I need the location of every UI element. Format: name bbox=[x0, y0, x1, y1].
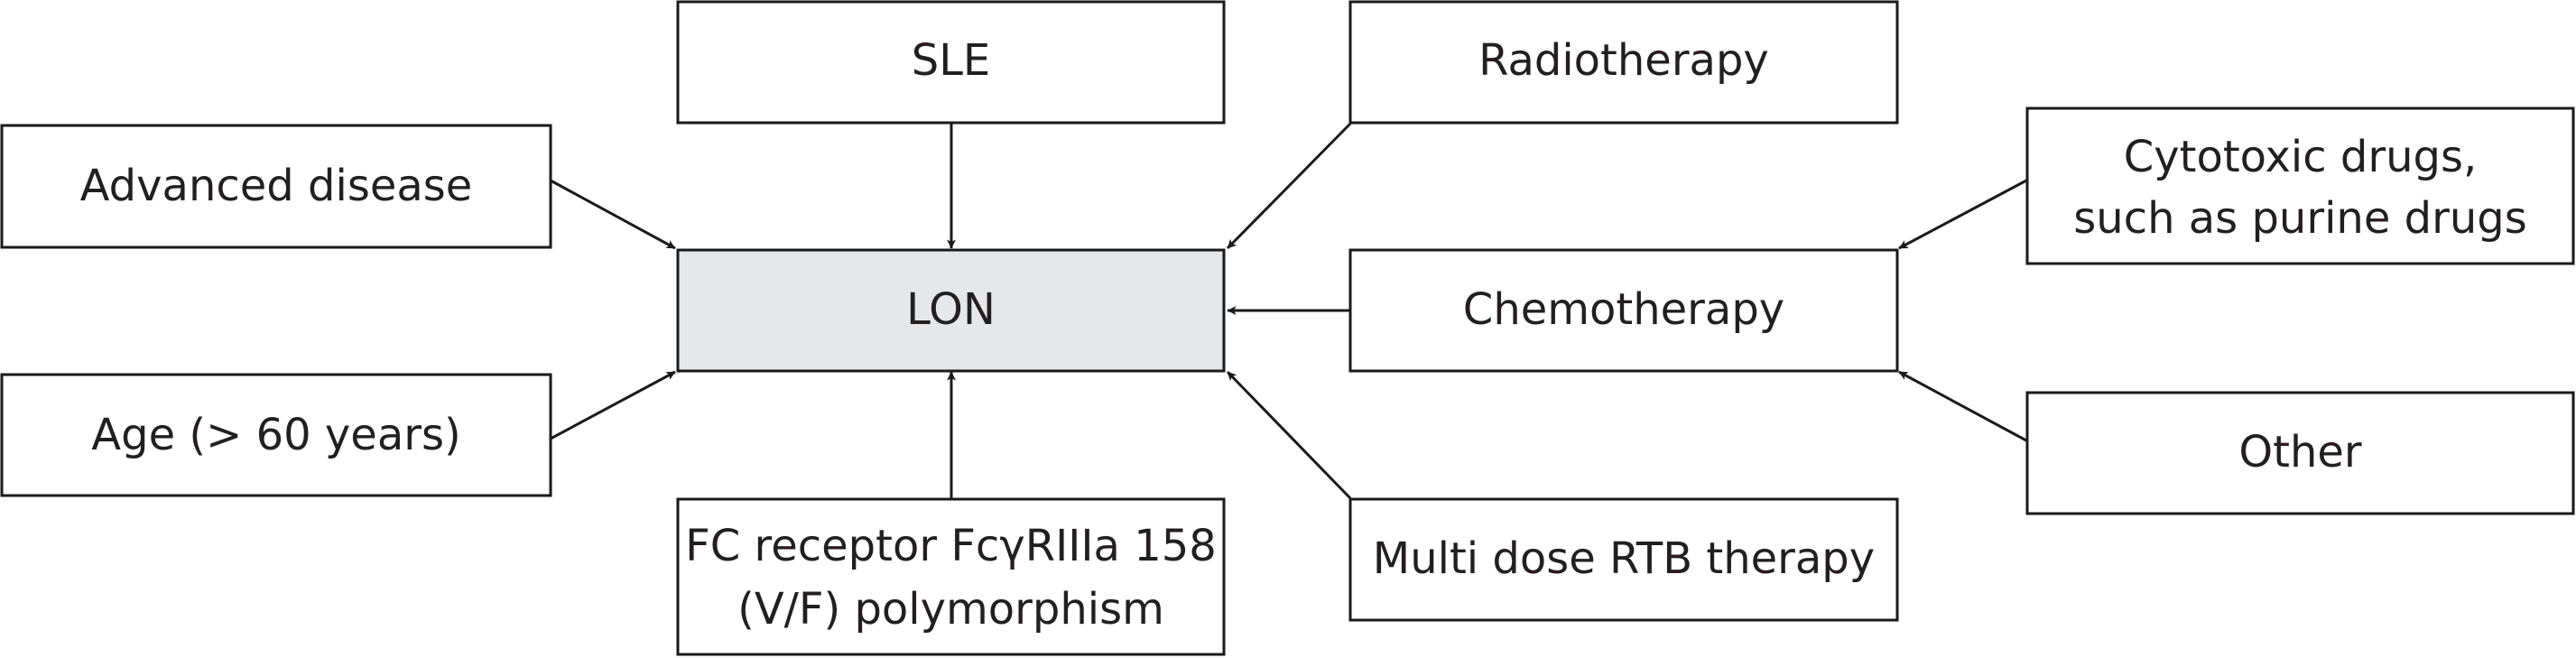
arrow-age-to-lon bbox=[550, 370, 676, 440]
factor-box-cytotoxic-drugs: Cytotoxic drugs, such as purine drugs bbox=[2025, 107, 2575, 265]
factor-label-fc-receptor-line-1: FC receptor FcγRIIIa 158 bbox=[685, 521, 1217, 571]
center-box-lon: LON bbox=[676, 248, 1226, 373]
factor-label-fc-receptor-line-2: (V/F) polymorphism bbox=[737, 584, 1164, 635]
factor-box-radiotherapy: Radiotherapy bbox=[1348, 0, 1899, 125]
factor-label-chemotherapy: Chemotherapy bbox=[1463, 284, 1784, 335]
arrow-radiotherapy-to-lon bbox=[1226, 122, 1352, 250]
factor-box-other: Other bbox=[2025, 391, 2575, 515]
factor-label-cytotoxic-drugs-line-1: Cytotoxic drugs, bbox=[2124, 132, 2478, 182]
center-label-lon: LON bbox=[906, 284, 996, 335]
factor-label-multi-dose-rtb: Multi dose RTB therapy bbox=[1373, 533, 1875, 584]
factor-label-advanced-disease: Advanced disease bbox=[80, 161, 473, 211]
arrow-other-to-chemotherapy bbox=[1898, 370, 2027, 442]
factor-label-sle: SLE bbox=[912, 35, 991, 86]
factor-box-advanced-disease: Advanced disease bbox=[0, 124, 552, 249]
factor-label-radiotherapy: Radiotherapy bbox=[1478, 35, 1769, 86]
factor-box-sle: SLE bbox=[676, 0, 1226, 125]
factor-box-fc-receptor: FC receptor FcγRIIIa 158 (V/F) polymorph… bbox=[676, 497, 1226, 656]
arrow-advanced-disease-to-lon bbox=[550, 179, 676, 250]
factor-label-cytotoxic-drugs-line-2: such as purine drugs bbox=[2073, 193, 2526, 244]
arrow-multi-dose-rtb-to-lon bbox=[1226, 370, 1352, 500]
arrow-cytotoxic-drugs-to-chemotherapy bbox=[1898, 179, 2027, 250]
factor-box-age: Age (> 60 years) bbox=[0, 373, 552, 497]
factor-label-age: Age (> 60 years) bbox=[91, 410, 460, 460]
factor-label-other: Other bbox=[2238, 427, 2362, 477]
factor-box-multi-dose-rtb: Multi dose RTB therapy bbox=[1348, 497, 1899, 622]
factor-box-chemotherapy: Chemotherapy bbox=[1348, 248, 1899, 373]
